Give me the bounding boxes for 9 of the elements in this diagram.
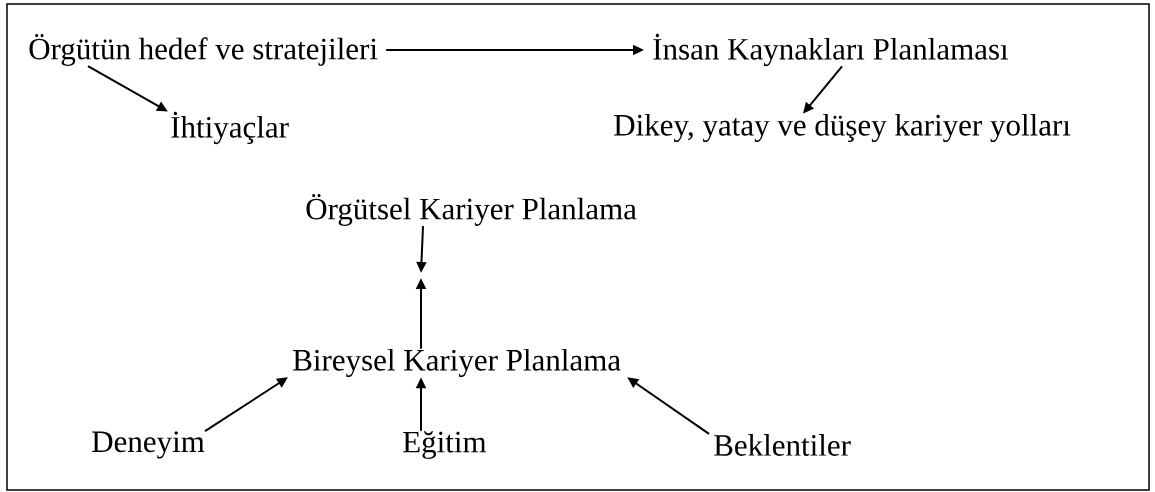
node-label: İhtiyaçlar [171,111,289,145]
node-label: Beklentiler [714,434,851,456]
node-label: Dikey, yatay ve düşey kariyer yolları [614,113,1071,143]
node-label: Deneyim [92,431,205,459]
node-label: İnsan Kaynakları Planlaması [653,33,1009,67]
node-label: Bireysel Kariyer Planlama [293,348,621,378]
node-label: Örgütsel Kariyer Planlama [306,194,637,226]
node-label: Eğitim [403,431,487,459]
node-label: Örgütün hedef ve stratejileri [29,34,378,66]
